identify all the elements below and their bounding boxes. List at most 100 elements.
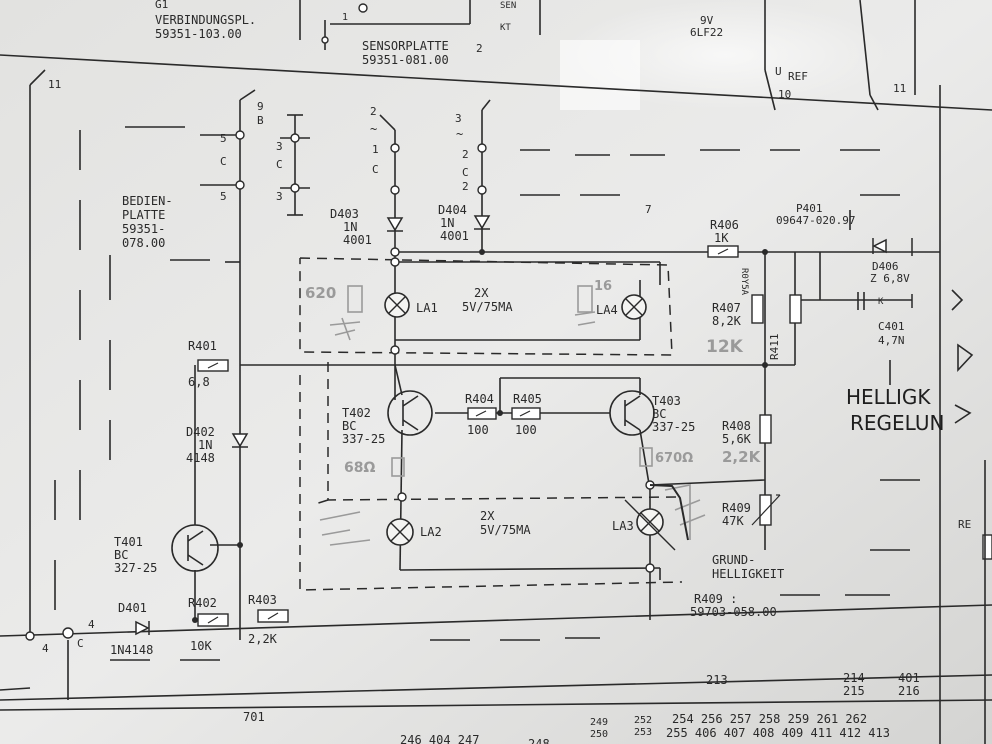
lamp-crosses [388,296,676,551]
label-spec-bot-1: 2X [480,509,495,523]
labels: G1 VERBINDUNGSPL. 59351-103.00 SENSORPLA… [42,0,971,744]
label-d401-type: 1N4148 [110,643,153,657]
c401-symbol [857,292,865,310]
label-tilde-1: ~ [370,122,377,136]
label-pin-1: 1 [342,12,348,23]
label-tilde-2: ~ [456,127,463,141]
label-uref-10: 10 [778,88,791,101]
label-conn-5a: 5 [220,132,227,145]
label-t401-3: 327-25 [114,561,157,575]
label-conn-8: B [257,114,264,127]
label-r407-2: 8,2K [712,314,742,328]
label-bedien-2: PLATTE [122,208,165,222]
label-spec-top-1: 2X [474,286,489,300]
label-216: 216 [898,684,920,698]
label-c401-2: 4,7N [878,334,905,347]
label-r409-1: R409 [722,501,751,515]
label-249: 249 [590,717,608,728]
label-r401-1: R401 [188,339,217,353]
label-t402-2: BC [342,419,356,433]
label-conn-5c: C [220,155,227,168]
label-d401: D401 [118,601,147,615]
label-g1: G1 [155,0,168,11]
label-d402-3: 4148 [186,451,215,465]
label-sensor-2: 59351-081.00 [362,53,449,67]
helligk-symbol [951,289,986,744]
label-r404-1: R404 [465,392,494,406]
label-a1: 1 [372,143,379,156]
label-11-left: 11 [48,78,61,91]
label-r402-2: 10K [190,639,212,653]
label-r405-2: 100 [515,423,537,437]
label-hand-670: 670Ω [655,451,693,466]
label-r411: R411 [768,334,781,361]
label-701: 701 [243,710,265,724]
transistor-symbols [171,390,655,572]
label-r409-2: 47K [722,514,744,528]
label-verbindung-1: VERBINDUNGSPL. [155,13,256,27]
label-spec-top-2: 5V/75MA [462,300,513,314]
label-r403-2: 2,2K [248,632,278,646]
label-a2: 2 [370,105,377,118]
label-la1: LA1 [416,301,438,315]
label-pin-2: 2 [476,42,483,55]
label-r405-1: R405 [513,392,542,406]
label-uref-ref: REF [788,70,808,83]
label-re: RE [958,518,971,531]
label-t402-1: T402 [342,406,371,420]
label-r407-1: R407 [712,301,741,315]
label-conn-3a: 3 [276,140,283,153]
label-t403-3: 337-25 [652,420,695,434]
label-11-right: 11 [893,82,906,95]
label-bottom-c: C [77,637,84,650]
label-p401-2: 09647-020.97 [776,214,855,227]
label-r409-note-1: R409 : [694,592,737,606]
label-row-left2: 248 [528,737,550,744]
label-r408-hand: 2,2K [722,448,762,466]
label-d403-2: 1N [343,220,357,234]
label-6lf22: 6LF22 [690,26,723,39]
resistor-marks [207,248,781,624]
label-d404-3: 4001 [440,229,469,243]
label-conn-3c: C [276,158,283,171]
label-bedien-1: BEDIEN- [122,194,173,208]
label-t401-2: BC [114,548,128,562]
solder-dots [192,249,768,623]
label-9v: 9V [700,14,714,27]
label-grund-1: GRUND- [712,553,755,567]
label-bedien-4: 078.00 [122,236,165,250]
label-d403-3: 4001 [343,233,372,247]
label-row1: 254 256 257 258 259 261 262 [672,712,867,726]
label-ac: C [372,163,379,176]
label-t403-1: T403 [652,394,681,408]
label-r407-hand: 12K [706,337,744,357]
label-hand-68: 68Ω [344,460,375,476]
label-grund-2: HELLIGKEIT [712,567,784,581]
label-215: 215 [843,684,865,698]
label-bottom-4b: 4 [88,618,95,631]
label-d406-2: Z 6,8V [870,272,910,285]
dashed-groups [299,257,683,591]
label-d402-2: 1N [198,438,212,452]
label-r406-1: R406 [710,218,739,232]
label-spec-bot-2: 5V/75MA [480,523,531,537]
label-r403-1: R403 [248,593,277,607]
light-glare-core [560,40,640,110]
label-253: 253 [634,727,652,738]
label-hand-620: 620 [305,284,336,302]
label-t402-3: 337-25 [342,432,385,446]
hand-wire [649,484,689,541]
label-p401-1: P401 [796,202,823,215]
label-la2: LA2 [420,525,442,539]
label-rdyaa: R0Y5A [739,268,749,296]
label-sen: SEN [500,1,516,11]
label-bedien-3: 59351- [122,222,165,236]
label-214: 214 [843,671,865,685]
label-213: 213 [706,673,728,687]
label-250: 250 [590,729,608,740]
label-252: 252 [634,715,652,726]
label-row2: 255 406 407 408 409 411 412 413 [666,726,890,740]
